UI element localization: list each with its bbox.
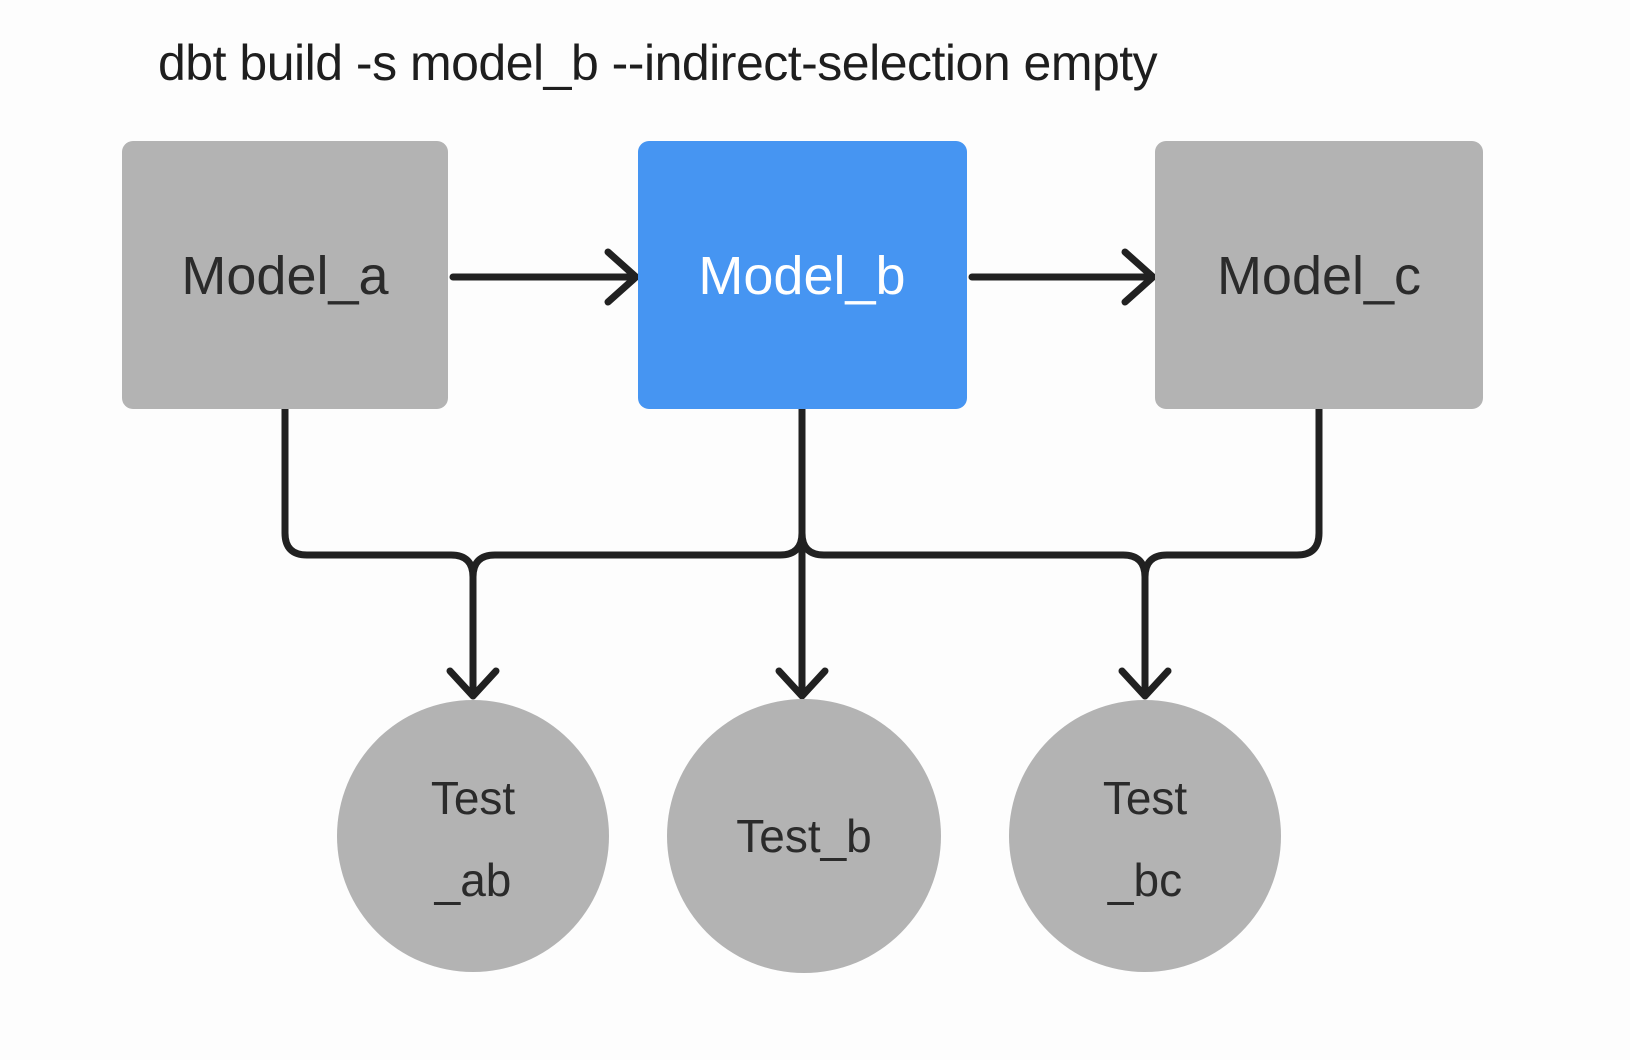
node-test-bc: Test _bc: [1009, 700, 1281, 972]
node-model-a-label: Model_a: [181, 246, 389, 306]
node-test-bc-label-line1: Test: [1103, 772, 1188, 824]
arrowhead-model-b-icon: [604, 248, 640, 306]
node-test-b-circle: [667, 699, 941, 973]
node-test-bc-label-line2: _bc: [1107, 854, 1182, 906]
node-test-ab: Test _ab: [337, 700, 609, 972]
command-title: dbt build -s model_b --indirect-selectio…: [158, 35, 1158, 91]
node-model-c-label: Model_c: [1217, 246, 1421, 306]
node-model-b-label: Model_b: [698, 246, 905, 306]
node-model-a-box: [122, 141, 448, 409]
node-model-a: Model_a: [122, 141, 448, 409]
node-test-bc-circle: [1009, 700, 1281, 972]
edge-layer: [281, 248, 1323, 700]
edge-model-a-to-test-ab: [281, 401, 477, 698]
edge-model-b-to-test-ab: [469, 401, 806, 698]
arrowhead-test-ab-icon: [446, 667, 500, 700]
arrowhead-test-b-icon: [775, 667, 829, 700]
node-test-b: Test_b: [667, 699, 941, 973]
node-test-b-label: Test_b: [736, 810, 872, 862]
edge-model-c-to-test-bc: [1141, 401, 1323, 698]
node-test-ab-label-line2: _ab: [434, 854, 512, 906]
node-model-c-box: [1155, 141, 1483, 409]
node-test-ab-label-line1: Test: [431, 772, 516, 824]
node-model-b-box: [638, 141, 967, 409]
node-model-c: Model_c: [1155, 141, 1483, 409]
node-model-b: Model_b: [638, 141, 967, 409]
node-test-ab-circle: [337, 700, 609, 972]
arrowhead-model-c-icon: [1121, 248, 1157, 306]
arrowhead-test-bc-icon: [1118, 667, 1172, 700]
edge-model-b-to-test-bc: [798, 401, 1149, 698]
